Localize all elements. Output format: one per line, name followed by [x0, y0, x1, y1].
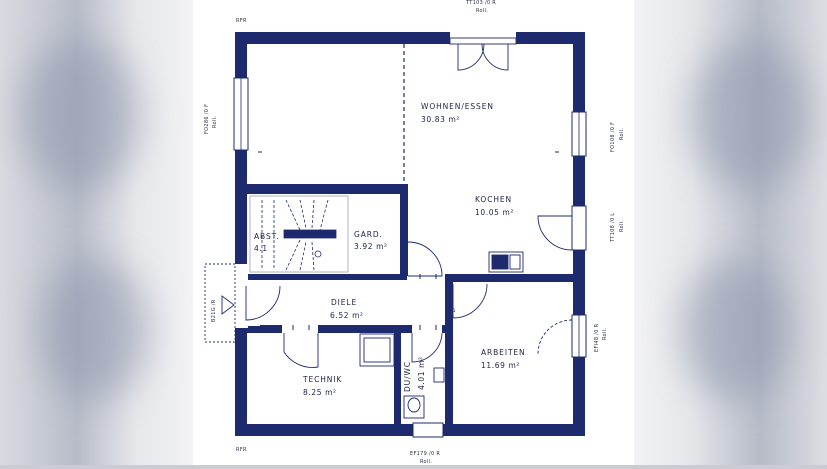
room-label-wohnen: WOHNEN/ESSEN: [421, 102, 494, 111]
room-label-technik: TECHNIK: [302, 375, 342, 384]
tag-fo108-sub: Roll.: [619, 128, 625, 140]
room-label-arbeiten: ARBEITEN: [481, 348, 526, 357]
tag-b21g: B21G /R: [211, 299, 217, 322]
dim-90: 90: [447, 293, 453, 299]
room-area-gard: 3.92 m²: [354, 242, 388, 251]
wall-technik-duwc: [394, 333, 401, 424]
tag-fo286: FO286 /0 F: [204, 104, 210, 134]
tag-tt103-sub: Roll.: [476, 8, 488, 14]
wall-arbeiten-left: [445, 282, 453, 424]
room-area-diele: 6.52 m²: [330, 311, 364, 320]
tag-rfr-bottom: RFR: [236, 447, 247, 453]
room-area-abst: 4.1: [254, 244, 268, 253]
wall-diele-technik: [247, 325, 445, 333]
tag-rfr-top: RFR: [236, 18, 247, 24]
tag-ef179-sub: Roll.: [420, 459, 432, 465]
background-blob: [40, 260, 150, 400]
floor-plan: WOHNEN/ESSEN 30.83 m² KOCHEN 10.05 m² AB…: [204, 0, 625, 465]
outer-wall-top: [235, 32, 585, 44]
interior-doors: [283, 215, 573, 368]
room-area-duwc: 4.01 m²: [417, 356, 426, 390]
window-bottom: [412, 422, 444, 438]
door-right-kitchen: [571, 205, 587, 251]
tag-fo108: FO108 /0 F: [610, 122, 616, 152]
room-area-wohnen: 30.83 m²: [421, 115, 460, 124]
background-blob: [20, 40, 140, 190]
tag-tt108-sub: Roll.: [619, 220, 625, 232]
tag-efi48: EFI48 /0 R: [594, 323, 600, 352]
bathroom-fixtures: [359, 333, 445, 419]
wall-stairs-gard-right: [400, 184, 408, 276]
room-label-duwc: DU/WC: [403, 361, 412, 392]
room-label-abst: ABST.: [254, 232, 279, 241]
entrance-door: [204, 263, 281, 343]
tag-tt103: TT103 /0 R: [465, 0, 496, 6]
floor-plan-card: WOHNEN/ESSEN 30.83 m² KOCHEN 10.05 m² AB…: [193, 0, 634, 465]
outer-wall-bottom: [235, 424, 585, 436]
background-blob: [690, 40, 810, 190]
wall-living-stairs: [247, 184, 405, 194]
room-label-gard: GARD.: [354, 230, 383, 239]
room-area-arbeiten: 11.69 m²: [481, 361, 520, 370]
tag-fo286-sub: Roll.: [212, 116, 218, 128]
room-area-kochen: 10.05 m²: [475, 208, 514, 217]
wall-kitchen-diele: [445, 274, 573, 282]
room-label-diele: DIELE: [331, 298, 357, 307]
background-blob: [680, 260, 790, 400]
tag-tt108: TT108 /0 L: [610, 213, 616, 243]
outer-wall-left-lower: [235, 328, 247, 436]
tag-efi48-sub: Roll.: [602, 328, 608, 340]
wall-ticks: [258, 151, 559, 330]
tag-ef179: EF179 /0 R: [410, 451, 440, 457]
terrace-door: [449, 37, 517, 71]
wall-gard-diele: [247, 274, 407, 280]
room-label-kochen: KOCHEN: [475, 195, 512, 204]
room-area-technik: 8.25 m²: [303, 388, 337, 397]
kitchen-sink: [488, 251, 524, 273]
dim-201: 201: [447, 308, 456, 314]
staircase: [249, 195, 349, 273]
